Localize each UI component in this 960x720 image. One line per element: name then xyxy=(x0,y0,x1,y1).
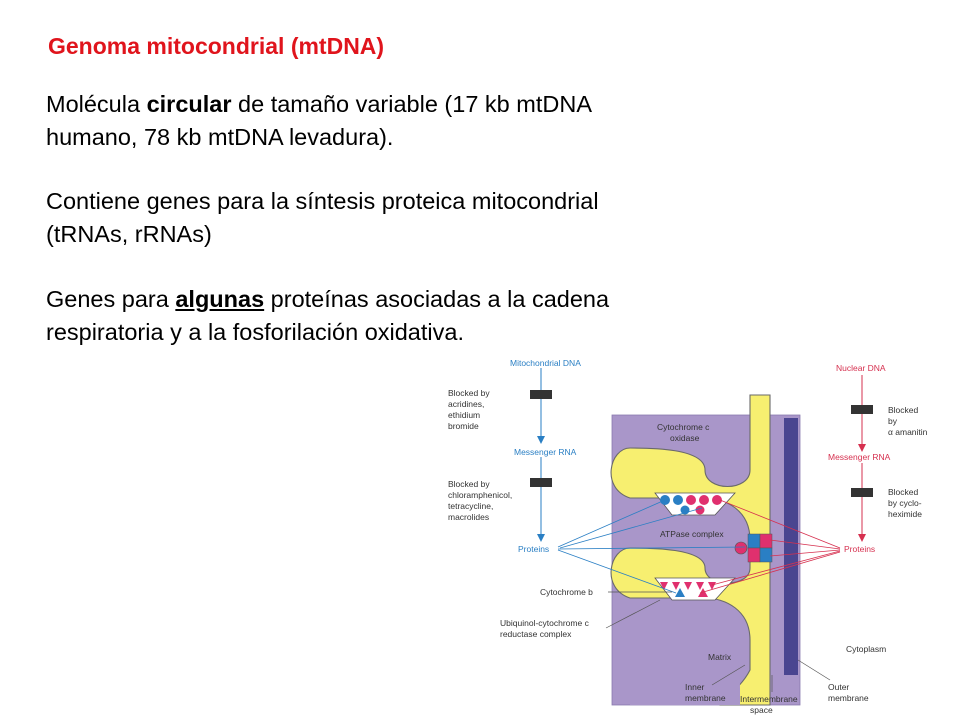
label-proteins-right: Proteins xyxy=(844,544,875,554)
label-cytochrome-b: Cytochrome b xyxy=(540,587,593,597)
label-cytochrome-c-oxidase-1: Cytochrome c xyxy=(657,422,710,432)
label-atpase-complex: ATPase complex xyxy=(660,529,724,539)
label-proteins-left: Proteins xyxy=(518,544,549,554)
ubiquinol-complex-shape xyxy=(654,577,736,601)
label-ubiquinol-1: Ubiquinol-cytochrome c xyxy=(500,618,590,628)
label-nuclear-dna: Nuclear DNA xyxy=(836,363,886,373)
label-blocked-chloramphenicol-1: Blocked by xyxy=(448,479,490,489)
paragraph-respiratory-genes: Genes para algunas proteínas asociadas a… xyxy=(46,283,826,349)
label-blocked-amanitin-3: α amanitin xyxy=(888,427,928,437)
p2-line2: (tRNAs, rRNAs) xyxy=(46,221,212,247)
slide-title: Genoma mitocondrial (mtDNA) xyxy=(48,33,385,59)
label-blocked-amanitin-2: by xyxy=(888,416,898,426)
label-cytochrome-c-oxidase-2: oxidase xyxy=(670,433,700,443)
label-inner-membrane-1: Inner xyxy=(685,682,705,692)
p1-line2: humano, 78 kb mtDNA levadura). xyxy=(46,124,394,150)
block-bar-left-1 xyxy=(530,390,552,399)
block-bar-right-1 xyxy=(851,405,873,414)
p3-pre: Genes para xyxy=(46,286,176,312)
label-blocked-acridines-2: acridines, xyxy=(448,399,484,409)
label-blocked-chloramphenicol-4: macrolides xyxy=(448,512,489,522)
label-blocked-chloramphenicol-2: chloramphenicol, xyxy=(448,490,512,500)
paragraph-protein-synthesis: Contiene genes para la síntesis proteica… xyxy=(46,185,826,251)
label-intermembrane-1: Intermembrane xyxy=(740,694,798,704)
label-outer-membrane-1: Outer xyxy=(828,682,849,692)
p1-bold-circular: circular xyxy=(146,91,232,117)
label-blocked-acridines-1: Blocked by xyxy=(448,388,490,398)
block-bar-right-2 xyxy=(851,488,873,497)
matrix-region xyxy=(630,619,740,705)
outer-membrane-band xyxy=(784,418,798,675)
atpase-complex-shape xyxy=(734,533,773,563)
p2-line1: Contiene genes para la síntesis proteica… xyxy=(46,188,599,214)
label-blocked-amanitin-1: Blocked xyxy=(888,405,919,415)
label-mitochondrial-dna: Mitochondrial DNA xyxy=(510,358,581,368)
p3-underlined-algunas: algunas xyxy=(175,286,265,312)
inner-membrane-band xyxy=(610,394,771,706)
label-matrix: Matrix xyxy=(708,652,732,662)
label-blocked-cyclo-1: Blocked xyxy=(888,487,919,497)
label-blocked-acridines-4: bromide xyxy=(448,421,479,431)
label-intermembrane-2: space xyxy=(750,705,773,715)
block-bar-left-2 xyxy=(530,478,552,487)
cytochrome-c-oxidase-complex xyxy=(654,492,736,516)
label-ubiquinol-2: reductase complex xyxy=(500,629,572,639)
label-messenger-rna-right: Messenger RNA xyxy=(828,452,891,462)
label-blocked-cyclo-3: heximide xyxy=(888,509,922,519)
p3-line1-post: proteínas asociadas a la cadena xyxy=(264,286,610,312)
p3-line2: respiratoria y a la fosforilación oxidat… xyxy=(46,319,464,345)
label-blocked-chloramphenicol-3: tetracycline, xyxy=(448,501,493,511)
label-messenger-rna-left: Messenger RNA xyxy=(514,447,577,457)
p1-line1-post: de tamaño variable (17 kb mtDNA xyxy=(231,91,592,117)
label-outer-membrane-2: membrane xyxy=(828,693,869,703)
label-blocked-cyclo-2: by cyclo- xyxy=(888,498,922,508)
label-inner-membrane-2: membrane xyxy=(685,693,726,703)
label-cytoplasm: Cytoplasm xyxy=(846,644,886,654)
paragraph-circular-molecule: Molécula circular de tamaño variable (17… xyxy=(46,88,826,154)
label-blocked-acridines-3: ethidium xyxy=(448,410,480,420)
p1-pre: Molécula xyxy=(46,91,147,117)
